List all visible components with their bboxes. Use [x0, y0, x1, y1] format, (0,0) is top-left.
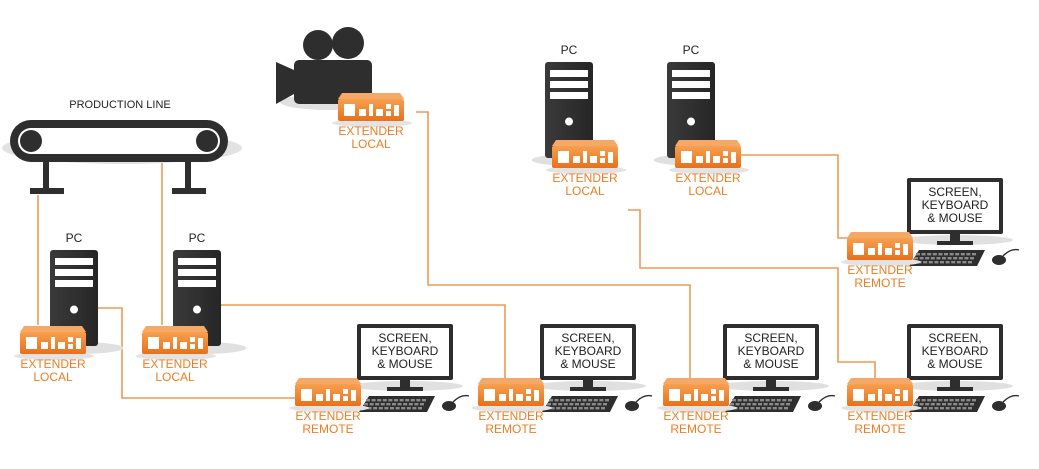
- remote-extender-label-line1: EXTENDER: [295, 409, 361, 423]
- screen-label-line1: SCREEN,: [928, 185, 981, 199]
- screen-label-line2: KEYBOARD: [738, 344, 805, 358]
- remote-extender-group: EXTENDERREMOTEEXTENDERREMOTEEXTENDERREMO…: [289, 232, 921, 436]
- local-extender-label-line1: EXTENDER: [338, 124, 404, 138]
- monitor-keyboard-mouse-icon: [901, 178, 1020, 266]
- local-extender-device: [332, 93, 412, 127]
- remote-extender-label-line2: REMOTE: [485, 422, 536, 436]
- local-extender-label-line2: LOCAL: [565, 184, 605, 198]
- remote-extender-label-line1: EXTENDER: [478, 409, 544, 423]
- remote-extender-label-line2: REMOTE: [302, 422, 353, 436]
- connection-camera-remote3: [416, 111, 691, 378]
- remote-extender-label-line1: EXTENDER: [847, 409, 913, 423]
- connection-pc2-remote2: [220, 304, 506, 378]
- screen-label-line1: SCREEN,: [744, 331, 797, 345]
- screen-label-line2: KEYBOARD: [922, 198, 989, 212]
- pc-label: PC: [683, 43, 700, 57]
- screen-label-line2: KEYBOARD: [922, 344, 989, 358]
- local-extender-label-line1: EXTENDER: [142, 357, 208, 371]
- local-extender-label-line1: EXTENDER: [20, 357, 86, 371]
- screen-label-line1: SCREEN,: [378, 331, 431, 345]
- monitor-keyboard-mouse-icon: [351, 324, 470, 412]
- local-extender-group: EXTENDERLOCALEXTENDERLOCALEXTENDERLOCALE…: [14, 93, 749, 384]
- screen-label-line3: & MOUSE: [927, 211, 982, 225]
- remote-extender-label-line2: REMOTE: [854, 276, 905, 290]
- remote-extender-device: [657, 378, 737, 412]
- local-extender-device: [136, 326, 216, 360]
- monitor-keyboard-mouse-icon: [717, 324, 836, 412]
- screen-label-line2: KEYBOARD: [555, 344, 622, 358]
- screen-label-line3: & MOUSE: [560, 357, 615, 371]
- pc-label: PC: [189, 231, 206, 245]
- monitor-keyboard-mouse-icon: [534, 324, 653, 412]
- screen-label-line3: & MOUSE: [377, 357, 432, 371]
- remote-extender-device: [841, 378, 921, 412]
- connection-pc3-remote5: [628, 209, 876, 378]
- remote-extender-label-line1: EXTENDER: [847, 263, 913, 277]
- local-extender-device: [14, 326, 94, 360]
- connection-pc4-remote4: [740, 154, 850, 239]
- screen-label-line3: & MOUSE: [927, 357, 982, 371]
- remote-extender-device: [289, 378, 369, 412]
- local-extender-label-line1: EXTENDER: [552, 171, 618, 185]
- screen-label-line2: KEYBOARD: [372, 344, 439, 358]
- connection-lines: [37, 111, 876, 399]
- conveyor-roller-left: [20, 130, 42, 152]
- remote-extender-device: [472, 378, 552, 412]
- local-extender-label-line2: LOCAL: [688, 184, 728, 198]
- pc-group: PC PC PC PC: [36, 43, 741, 354]
- local-extender-label-line1: EXTENDER: [675, 171, 741, 185]
- remote-extender-label-line2: REMOTE: [854, 422, 905, 436]
- remote-extender-label-line2: REMOTE: [670, 422, 721, 436]
- local-extender-label-line2: LOCAL: [351, 137, 391, 151]
- screen-label-line3: & MOUSE: [743, 357, 798, 371]
- local-extender-device: [546, 140, 626, 174]
- screen-label-line1: SCREEN,: [561, 331, 614, 345]
- pc-label: PC: [561, 43, 578, 57]
- local-extender-device: [669, 140, 749, 174]
- local-extender-label-line2: LOCAL: [155, 370, 195, 384]
- remote-extender-device: [841, 232, 921, 266]
- conveyor-roller-right: [196, 130, 218, 152]
- production-line: PRODUCTION LINE: [2, 99, 242, 194]
- production-line-title: PRODUCTION LINE: [69, 99, 170, 111]
- remote-extender-label-line1: EXTENDER: [663, 409, 729, 423]
- connection-pc1-remote1: [98, 307, 300, 399]
- screen-label-line1: SCREEN,: [928, 331, 981, 345]
- local-extender-label-line2: LOCAL: [33, 370, 73, 384]
- pc-label: PC: [66, 231, 83, 245]
